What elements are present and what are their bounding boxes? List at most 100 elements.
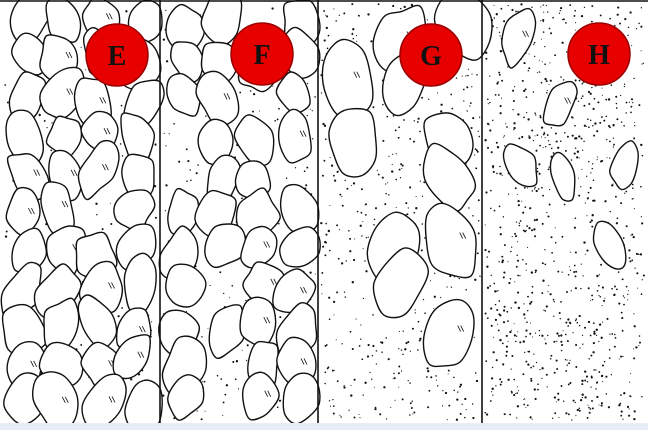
stipple-dot — [539, 173, 541, 175]
stipple-dot — [639, 335, 641, 337]
stipple-dot — [627, 299, 628, 300]
stipple-dot — [553, 261, 554, 262]
stipple-dot — [324, 254, 326, 256]
stipple-dot — [360, 338, 361, 339]
stipple-dot — [336, 224, 338, 226]
stipple-dot — [493, 337, 494, 338]
stipple-dot — [360, 324, 361, 325]
stipple-dot — [540, 6, 541, 7]
stipple-dot — [461, 404, 462, 405]
stipple-dot — [445, 392, 447, 394]
stipple-dot — [496, 142, 498, 144]
stipple-dot — [561, 350, 563, 352]
stipple-dot — [600, 296, 602, 298]
stipple-dot — [337, 171, 339, 173]
stipple-dot — [201, 418, 203, 420]
stipple-dot — [516, 255, 517, 256]
stipple-dot — [584, 125, 586, 127]
stipple-dot — [593, 342, 595, 344]
stipple-dot — [574, 137, 576, 139]
stipple-dot — [604, 298, 605, 299]
stipple-dot — [501, 261, 503, 263]
stipple-dot — [637, 347, 638, 348]
stipple-dot — [479, 136, 481, 138]
stipple-dot — [629, 382, 630, 383]
stipple-dot — [250, 90, 252, 92]
stipple-dot — [556, 141, 558, 143]
stipple-dot — [576, 156, 578, 158]
stipple-dot — [511, 330, 512, 331]
stipple-dot — [500, 233, 502, 235]
stipple-dot — [584, 370, 586, 372]
stipple-dot — [526, 112, 527, 113]
stipple-dot — [601, 402, 603, 404]
stipple-dot — [591, 21, 593, 23]
stipple-dot — [565, 22, 567, 24]
stipple-dot — [558, 335, 560, 337]
stipple-dot — [497, 324, 498, 325]
stipple-dot — [569, 382, 571, 384]
stipple-dot — [486, 266, 488, 268]
stipple-dot — [393, 378, 394, 379]
stipple-dot — [502, 343, 504, 345]
stipple-dot — [496, 309, 498, 311]
stipple-dot — [388, 156, 389, 157]
stipple-dot — [408, 380, 409, 381]
stipple-dot — [611, 288, 613, 290]
stipple-dot — [554, 54, 556, 56]
stipple-dot — [560, 341, 562, 343]
stipple-dot — [547, 386, 548, 387]
stipple-dot — [493, 283, 495, 285]
stipple-dot — [568, 362, 570, 364]
stipple-dot — [166, 60, 168, 62]
stipple-dot — [367, 13, 369, 15]
stipple-dot — [597, 101, 599, 103]
stipple-dot — [472, 117, 474, 119]
stipple-dot — [514, 334, 516, 336]
stipple-dot — [344, 292, 345, 293]
stipple-dot — [579, 315, 581, 317]
stipple-dot — [541, 367, 543, 369]
stipple-dot — [517, 200, 519, 202]
stipple-dot — [405, 342, 407, 344]
stipple-dot — [508, 193, 509, 194]
stipple-dot — [638, 23, 640, 25]
stipple-dot — [620, 202, 622, 204]
stipple-dot — [516, 221, 517, 222]
stipple-dot — [324, 241, 326, 243]
stipple-dot — [537, 72, 538, 73]
stipple-dot — [565, 322, 567, 324]
stipple-dot — [575, 320, 576, 321]
stipple-dot — [575, 22, 576, 23]
stipple-dot — [433, 308, 434, 309]
stipple-dot — [331, 166, 332, 167]
stipple-dot — [596, 130, 598, 132]
stipple-dot — [239, 92, 241, 94]
stipple-dot — [565, 412, 567, 414]
stipple-dot — [527, 247, 528, 248]
stipple-dot — [204, 381, 206, 383]
stipple-dot — [351, 3, 353, 5]
stipple-dot — [487, 256, 488, 257]
stipple-dot — [578, 195, 580, 197]
stipple-dot — [164, 133, 165, 134]
stipple-dot — [561, 385, 563, 387]
stipple-dot — [222, 415, 223, 416]
stipple-dot — [326, 27, 328, 29]
stipple-dot — [543, 147, 544, 148]
stipple-dot — [539, 369, 540, 370]
stipple-dot — [453, 377, 455, 379]
stipple-dot — [470, 102, 472, 104]
stipple-dot — [513, 379, 515, 381]
stipple-dot — [537, 168, 538, 169]
stipple-dot — [187, 160, 189, 162]
stipple-dot — [154, 143, 156, 145]
stipple-dot — [332, 370, 334, 372]
stipple-dot — [628, 290, 629, 291]
stipple-dot — [411, 407, 413, 409]
stipple-dot — [525, 330, 527, 332]
stipple-dot — [518, 307, 520, 309]
stipple-dot — [598, 285, 600, 287]
stipple-dot — [630, 373, 631, 374]
stipple-dot — [594, 200, 595, 201]
